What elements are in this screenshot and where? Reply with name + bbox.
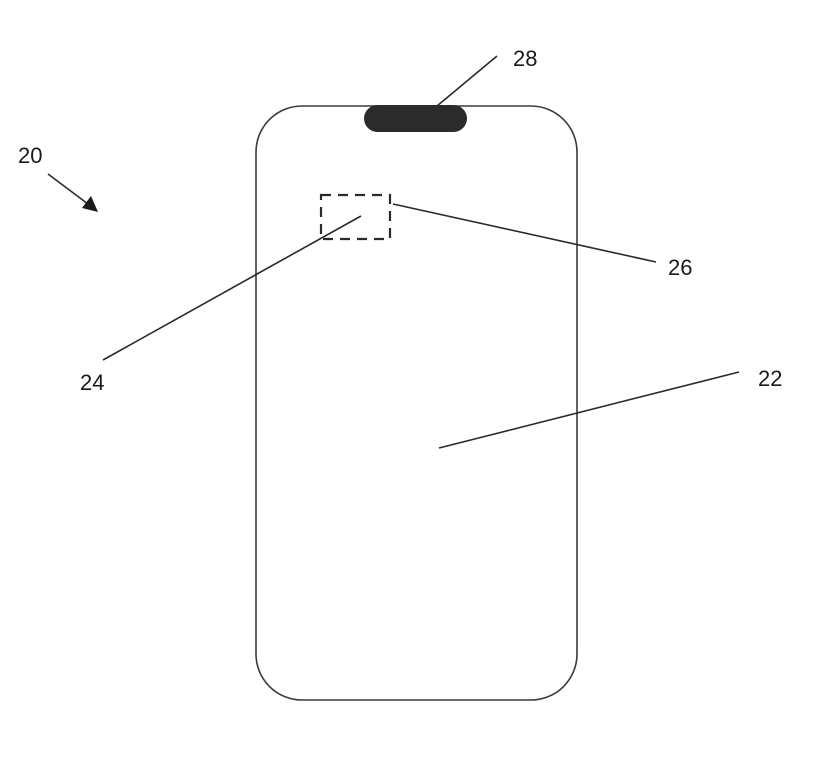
leader-line-sensor-zone bbox=[102, 215, 362, 361]
label-sensor-zone: 24 bbox=[80, 370, 104, 395]
leader-line-display bbox=[438, 371, 740, 449]
device-body bbox=[255, 105, 578, 701]
label-sensor-region: 26 bbox=[668, 255, 692, 280]
label-device: 20 bbox=[18, 143, 42, 168]
leader-line-notch bbox=[436, 55, 498, 107]
leader-line-sensor-region bbox=[392, 203, 657, 263]
notch bbox=[364, 105, 467, 132]
device-arrow-shaft bbox=[47, 173, 89, 205]
label-notch: 28 bbox=[513, 46, 537, 71]
label-display: 22 bbox=[758, 366, 782, 391]
sensor-region-dashed-box bbox=[319, 193, 392, 241]
device-arrow-head bbox=[82, 196, 98, 212]
